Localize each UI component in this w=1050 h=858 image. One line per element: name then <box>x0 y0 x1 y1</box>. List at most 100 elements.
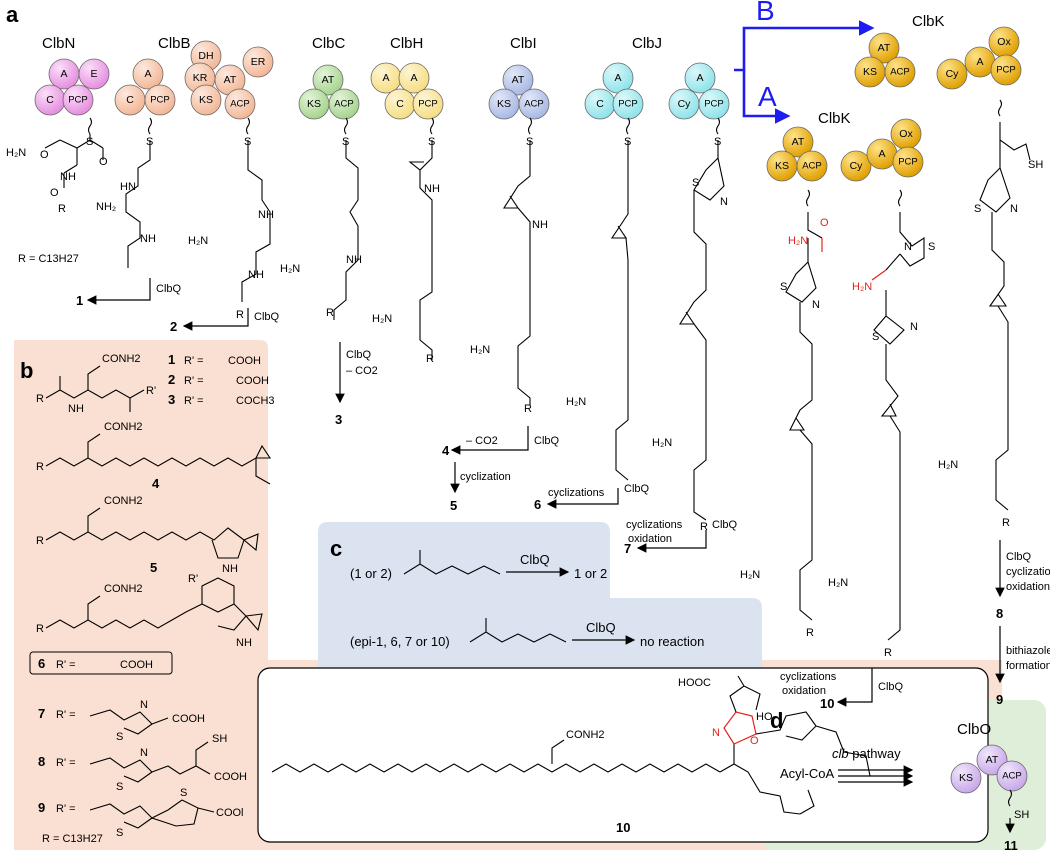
domain-label: C <box>46 94 54 106</box>
domain-label: PCP <box>68 95 88 106</box>
svg-text:O: O <box>50 187 59 199</box>
svg-text:O: O <box>99 156 108 168</box>
enzyme-clbb: ClbB <box>158 35 191 52</box>
product-5: 5 <box>450 498 457 513</box>
domain-sphere-circle <box>328 88 360 120</box>
domain-label: PCP <box>618 99 638 110</box>
formation-label: formation <box>1006 660 1050 672</box>
domain-label: A <box>410 72 417 84</box>
svg-text:R' =: R' = <box>184 355 204 367</box>
svg-text:NH: NH <box>60 171 76 183</box>
panel-label-b: b <box>20 358 33 383</box>
domain-a-sphere: A <box>866 138 898 170</box>
domain-a-sphere: A <box>964 46 996 78</box>
domain-pcp-sphere: PCP <box>990 54 1022 86</box>
domain-ks-sphere: KS <box>854 56 886 88</box>
b-item-6: 6 <box>38 656 45 671</box>
svg-text:R' =: R' = <box>184 395 204 407</box>
svg-text:N: N <box>1010 203 1018 215</box>
pathway-rest: pathway <box>849 746 902 761</box>
cyclizations-label-1: cyclizations <box>548 487 605 499</box>
domain-cy-sphere: Cy <box>668 88 700 120</box>
domain-sphere-circle <box>144 84 176 116</box>
oxidation-label-3: oxidation <box>1006 581 1050 593</box>
sh-8: SH <box>212 733 227 745</box>
svg-text:S: S <box>974 203 981 215</box>
svg-text:S: S <box>872 331 879 343</box>
domain-at-sphere: AT <box>782 126 814 158</box>
domain-label: A <box>614 72 621 84</box>
b-item-5: 5 <box>150 560 157 575</box>
domain-label: AT <box>878 42 891 54</box>
enzyme-clbk-b: ClbK <box>912 13 945 30</box>
domain-label: ACP <box>890 67 910 78</box>
conh2-5: CONH2 <box>104 495 143 507</box>
svg-text:R' =: R' = <box>184 375 204 387</box>
product-7: 7 <box>624 541 631 556</box>
clbq-label-8: ClbQ <box>1006 551 1032 563</box>
pathway-italic: clb <box>832 746 849 761</box>
compound-10-label: 10 <box>616 820 630 835</box>
n-8: N <box>140 747 148 759</box>
domain-pcp-sphere: PCP <box>698 88 730 120</box>
svg-text:O: O <box>40 149 49 161</box>
clbq-label-3: ClbQ <box>346 349 372 361</box>
domain-label: AT <box>322 74 335 86</box>
cyclization-label: cyclization <box>460 471 511 483</box>
domain-label: A <box>976 56 983 68</box>
domain-acp-sphere: ACP <box>996 760 1028 792</box>
clbq-label-4: ClbQ <box>534 435 560 447</box>
conh2-6: CONH2 <box>104 583 143 595</box>
domain-sphere-circle <box>796 150 828 182</box>
domain-cy-sphere: Cy <box>840 150 872 182</box>
domain-label: AT <box>224 74 237 86</box>
domain-label: A <box>878 148 885 160</box>
product-9: 9 <box>996 692 1003 707</box>
domain-at-sphere: AT <box>868 32 900 64</box>
enzyme-clbi: ClbI <box>510 35 537 52</box>
svg-text:R: R <box>36 623 44 635</box>
b-item-1: 1 <box>168 352 175 367</box>
domain-e-sphere: E <box>78 58 110 90</box>
domain-sphere-circle <box>412 88 444 120</box>
svg-text:H₂N: H₂N <box>566 396 586 408</box>
domain-c-sphere: C <box>114 84 146 116</box>
enzyme-clbn: ClbN <box>42 35 75 52</box>
domain-a-sphere: A <box>132 58 164 90</box>
b-item-4: 4 <box>152 476 160 491</box>
domain-a-sphere: A <box>398 62 430 94</box>
cyclizations-label-3: cyclizations <box>780 671 837 683</box>
cooh-6: COOH <box>120 659 153 671</box>
svg-text:N: N <box>812 299 820 311</box>
domain-pcp-sphere: PCP <box>612 88 644 120</box>
nh-6: NH <box>236 637 252 649</box>
domain-label: E <box>90 68 97 80</box>
panel-d-product: 11 <box>1004 838 1018 853</box>
domain-label: A <box>382 72 389 84</box>
domain-sphere-circle <box>782 126 814 158</box>
route-arrows: B A <box>734 0 875 124</box>
domain-pcp-sphere: PCP <box>412 88 444 120</box>
svg-text:R: R <box>806 627 814 639</box>
cyclizations-label-4: cyclizations <box>1006 566 1050 578</box>
domain-label: AT <box>512 74 525 86</box>
domain-label: Cy <box>946 68 960 80</box>
svg-text:R: R <box>884 647 892 659</box>
svg-text:O: O <box>750 735 759 747</box>
domain-sphere-circle <box>398 62 430 94</box>
product-1: 1 <box>76 293 83 308</box>
panel-c-reactions: (1 or 2) ClbQ 1 or 2 (epi-1, 6, 7 or 10)… <box>350 550 704 649</box>
clbq-label-1: ClbQ <box>156 283 182 295</box>
domain-ks-sphere: KS <box>950 762 982 794</box>
svg-text:NH: NH <box>532 219 548 231</box>
domain-sphere-circle <box>684 62 716 94</box>
svg-text:H₂N: H₂N <box>852 281 872 293</box>
route-a-label: A <box>758 81 777 112</box>
b-item-8: 8 <box>38 754 45 769</box>
domain-label: PCP <box>418 99 438 110</box>
svg-text:S: S <box>244 136 251 148</box>
product-8: 8 <box>996 606 1003 621</box>
domain-pcp-sphere: PCP <box>892 146 924 178</box>
domain-label: AT <box>986 754 999 766</box>
domain-at-sphere: AT <box>312 64 344 96</box>
